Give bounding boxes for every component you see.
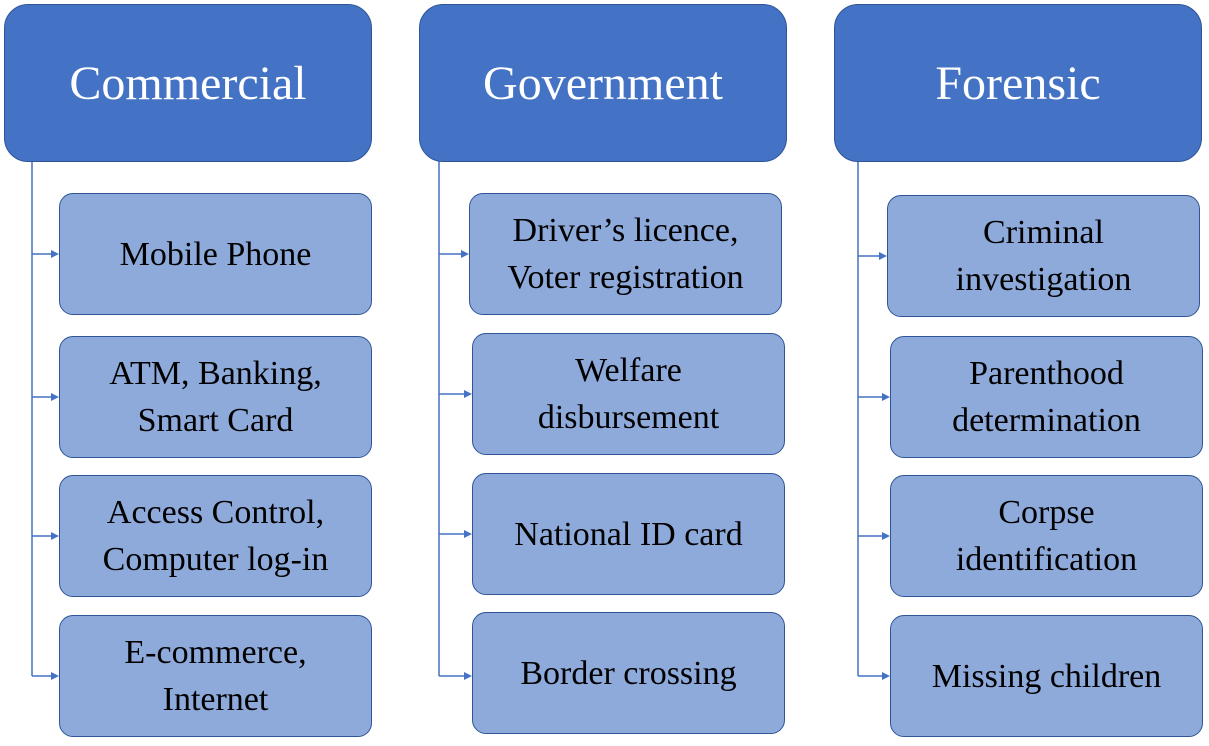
connector-lines (438, 160, 472, 680)
item-line: identification (955, 541, 1138, 578)
item-line: Voter registration (507, 259, 744, 296)
item-line: E-commerce, (124, 634, 307, 671)
item-line: determination (952, 402, 1141, 439)
category-item: Access Control, Computer log-in (59, 475, 372, 597)
item-line: Mobile Phone (119, 235, 312, 273)
category-item: ATM, Banking, Smart Card (59, 336, 372, 458)
category-header: Government (419, 4, 787, 162)
category-item: Driver’s licence, Voter registration (469, 193, 782, 315)
category-item: E-commerce, Internet (59, 615, 372, 737)
item-line: Access Control, (106, 494, 325, 531)
column-government: Government Driver’s licence, Voter regis… (419, 0, 799, 746)
category-header: Forensic (834, 4, 1202, 162)
item-line: Computer log-in (102, 541, 329, 578)
item-line: ATM, Banking, (109, 355, 322, 392)
item-line: Driver’s licence, (512, 212, 739, 249)
item-line: Corpse (998, 494, 1095, 531)
category-item: Missing children (890, 615, 1203, 737)
column-forensic: Forensic Criminal investigation Parentho… (834, 0, 1209, 746)
category-header: Commercial (4, 4, 372, 162)
connector-lines (31, 160, 59, 680)
item-line: disbursement (537, 399, 720, 436)
item-line: Criminal (983, 214, 1104, 251)
column-commercial: Commercial Mobile Phone ATM, Banking, Sm… (4, 0, 384, 746)
connector-lines (857, 160, 890, 680)
item-line: investigation (955, 261, 1132, 298)
item-line: Smart Card (137, 402, 294, 439)
category-item: Border crossing (472, 612, 785, 734)
item-line: Internet (162, 681, 269, 718)
category-item: Welfare disbursement (472, 333, 785, 455)
item-line: National ID card (514, 515, 743, 553)
category-item: Mobile Phone (59, 193, 372, 315)
category-item: Corpse identification (890, 475, 1203, 597)
item-line: Missing children (931, 657, 1162, 695)
item-line: Border crossing (520, 654, 737, 692)
item-line: Parenthood (969, 355, 1124, 392)
category-item: National ID card (472, 473, 785, 595)
category-item: Parenthood determination (890, 336, 1203, 458)
category-item: Criminal investigation (887, 195, 1200, 317)
item-line: Welfare (575, 352, 682, 389)
